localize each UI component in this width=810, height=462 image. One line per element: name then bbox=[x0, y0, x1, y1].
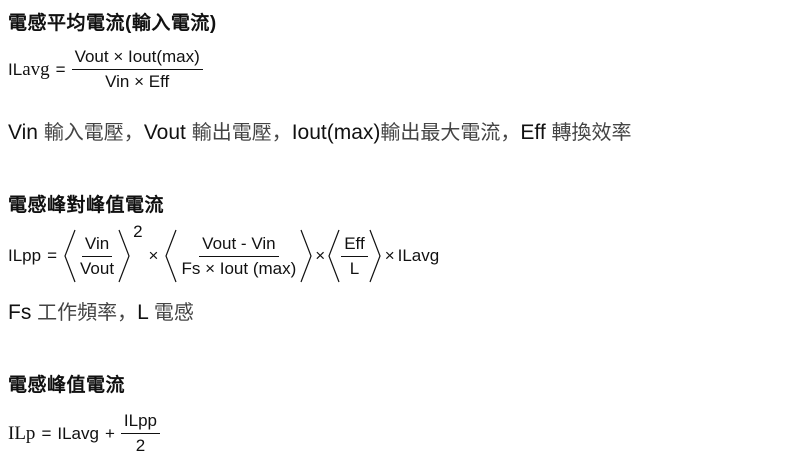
term-eff: Eff bbox=[520, 121, 552, 144]
term-iout-desc: 輸出最大電流， bbox=[380, 120, 521, 144]
exponent: 2 bbox=[133, 222, 143, 241]
formula-peak-current: ILp = ILavg + ILpp 2 bbox=[8, 410, 160, 457]
term-fs-desc: 工作頻率， bbox=[37, 300, 138, 324]
heading-peak-current: 電感峰值電流 bbox=[8, 375, 126, 396]
times-sign: × bbox=[384, 246, 395, 265]
denominator: Vin × Eff bbox=[105, 72, 170, 91]
formula-lhs: ILpp bbox=[8, 246, 42, 265]
equals-sign: = bbox=[41, 423, 52, 443]
term-l-desc: 電感 bbox=[153, 300, 194, 324]
numerator: Eff bbox=[341, 233, 368, 257]
formula-lhs: ILavg bbox=[8, 59, 50, 81]
fraction-vdiff-fs-iout: Vout - Vin Fs × Iout (max) bbox=[178, 233, 299, 280]
right-angle-bracket-icon bbox=[368, 229, 382, 283]
equals-sign: = bbox=[55, 59, 66, 79]
term-eff-desc: 轉換效率 bbox=[551, 120, 632, 144]
right-angle-bracket-icon bbox=[299, 229, 313, 283]
numerator: Vout - Vin bbox=[199, 233, 279, 257]
times-sign: × bbox=[148, 246, 159, 265]
denominator: 2 bbox=[135, 436, 146, 455]
lhs-main: IL bbox=[8, 59, 23, 79]
description-peak-to-peak-current: Fs 工作頻率，L 電感 bbox=[8, 296, 194, 325]
term-vout: Vout bbox=[143, 121, 192, 144]
term-ilavg: ILavg bbox=[57, 423, 99, 443]
left-angle-bracket-icon bbox=[63, 229, 77, 283]
term-vin: Vin bbox=[8, 121, 44, 144]
fraction-vin-vout: Vin Vout bbox=[77, 233, 117, 280]
description-average-current: Vin 輸入電壓，Vout 輸出電壓，Iout(max)輸出最大電流，Eff 轉… bbox=[8, 116, 632, 145]
term-ilavg: ILavg bbox=[397, 246, 440, 265]
term-vin-desc: 輸入電壓， bbox=[43, 120, 144, 144]
lhs-sub: avg bbox=[22, 58, 50, 80]
times-sign: × bbox=[315, 246, 326, 265]
equals-sign: = bbox=[47, 246, 58, 265]
denominator: Fs × Iout (max) bbox=[181, 258, 297, 278]
plus-sign: + bbox=[104, 423, 115, 443]
left-angle-bracket-icon bbox=[164, 229, 178, 283]
denominator: L bbox=[349, 258, 360, 278]
denominator: Vout bbox=[80, 258, 115, 278]
fraction-ilpp-2: ILpp 2 bbox=[120, 410, 160, 457]
heading-peak-to-peak-current: 電感峰對峰值電流 bbox=[8, 195, 165, 216]
numerator: Vin bbox=[81, 233, 113, 257]
formula-lhs: ILp bbox=[8, 422, 36, 444]
term-vout-desc: 輸出電壓， bbox=[191, 120, 292, 144]
term-l: L bbox=[137, 301, 154, 324]
term-iout: Iout(max) bbox=[291, 121, 381, 144]
fraction-eff-l: Eff L bbox=[341, 233, 368, 280]
right-angle-bracket-icon bbox=[117, 229, 131, 283]
fraction: Vout × Iout(max) Vin × Eff bbox=[71, 46, 203, 93]
heading-average-current: 電感平均電流(輸入電流) bbox=[8, 13, 217, 34]
numerator: Vout × Iout(max) bbox=[71, 46, 203, 70]
left-angle-bracket-icon bbox=[327, 229, 341, 283]
formula-peak-to-peak-current: ILpp = Vin Vout 2 × Vout - Vin Fs × Iout… bbox=[8, 222, 440, 283]
term-fs: Fs bbox=[8, 301, 38, 324]
numerator: ILpp bbox=[120, 410, 160, 434]
formula-average-current: ILavg = Vout × Iout(max) Vin × Eff bbox=[8, 46, 203, 93]
